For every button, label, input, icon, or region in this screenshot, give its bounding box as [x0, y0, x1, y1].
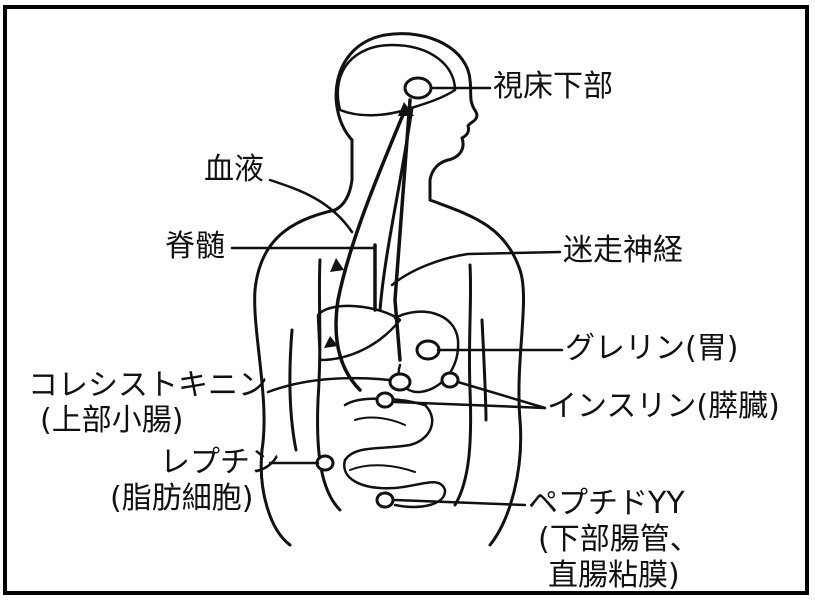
cholecystokinin-node [390, 374, 410, 390]
label-cholecystokinin-source: (上部小腸) [40, 404, 183, 438]
label-spinal-cord: 脊髄 [165, 230, 225, 264]
intestines [344, 399, 445, 507]
head-outline [336, 34, 477, 200]
hypothalamus-node [405, 78, 431, 98]
label-peptide-yy-source-2: 直腸粘膜) [548, 559, 680, 593]
neck-left [335, 140, 352, 210]
label-insulin: インスリン(膵臓) [547, 390, 780, 424]
label-vagus-nerve: 迷走神経 [563, 234, 683, 268]
blood-pathway [336, 110, 405, 390]
label-cholecystokinin: コレシストキニン [28, 369, 268, 403]
label-leptin-source: (脂肪細胞) [110, 482, 253, 516]
ghrelin-node [417, 341, 439, 359]
label-hypothalamus: 視床下部 [493, 70, 613, 104]
label-ghrelin: グレリン(胃) [565, 332, 738, 366]
insulin-node-1 [377, 393, 393, 407]
label-leptin: レプチン [160, 446, 280, 480]
arm-left-inner [290, 330, 296, 450]
pathway-arrowhead-2 [330, 258, 344, 272]
label-peptide-yy-source-1: (下部腸管、 [538, 523, 700, 557]
insulin-node-2 [442, 373, 458, 387]
leader-peptide-yy [395, 500, 525, 505]
leptin-node [317, 456, 333, 470]
liver [318, 306, 400, 360]
brain-outline [338, 45, 455, 115]
leader-vagus [392, 252, 560, 285]
peptide-yy-node [377, 493, 393, 507]
label-peptide-yy: ペプチドYY [528, 487, 685, 521]
leader-cholecystokinin [268, 378, 390, 392]
torso-left [318, 260, 340, 510]
label-blood: 血液 [204, 153, 264, 187]
